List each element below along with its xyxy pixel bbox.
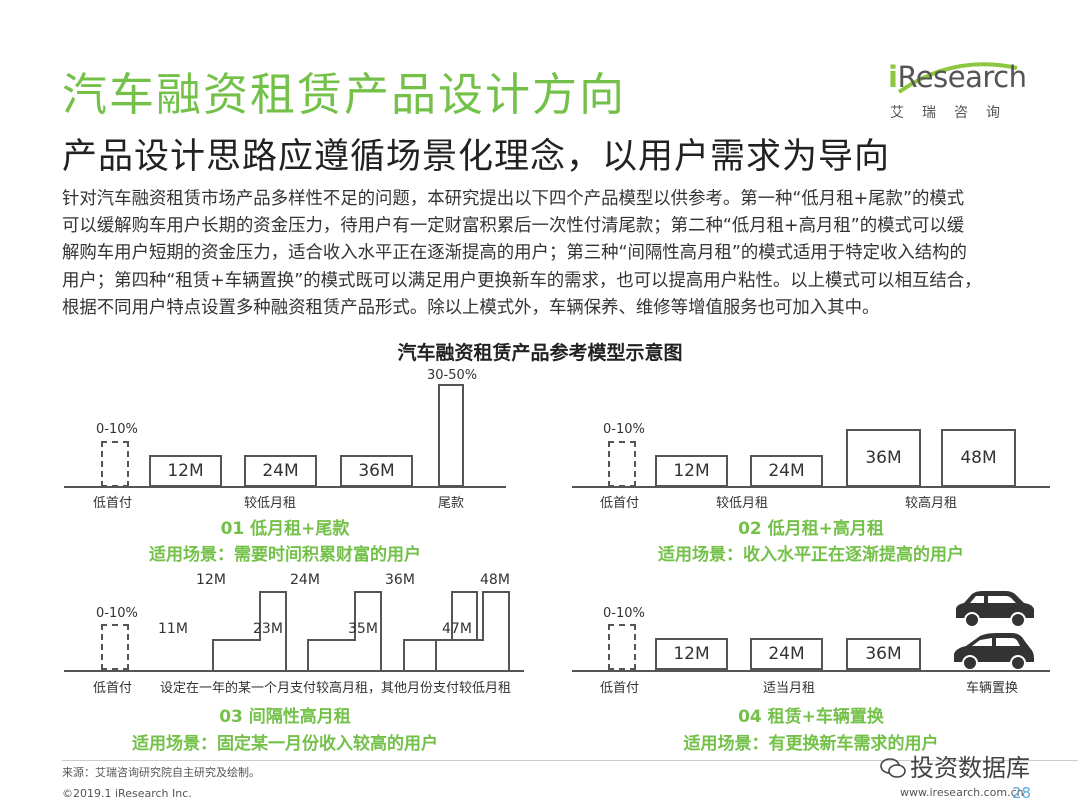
- payment-box-24m: 24M: [750, 638, 823, 670]
- label-down-payment: 低首付: [93, 681, 133, 696]
- logo-brand-i: i: [888, 60, 898, 94]
- car-hatchback-icon: [954, 633, 1034, 671]
- step-high-label: 48M: [480, 572, 510, 588]
- down-payment-bar: [608, 441, 636, 487]
- footer-divider: [62, 760, 1078, 761]
- down-payment-bar: [608, 624, 636, 670]
- payment-box-12m: 12M: [655, 455, 728, 487]
- model-scenario: 适用场景：收入水平正在逐渐提高的用户: [658, 545, 964, 565]
- watermark-text: 投资数据库: [910, 754, 1030, 782]
- step-low-label: 23M: [253, 621, 283, 637]
- iresearch-logo: iResearch 艾瑞咨询: [888, 60, 1028, 130]
- down-payment-pct: 0-10%: [96, 606, 138, 621]
- intro-line: 用户；第四种“租赁+车辆置换”的模式既可以满足用户更换新车的需求，也可以提高用户…: [62, 270, 982, 291]
- step-high-label: 24M: [290, 572, 320, 588]
- diagram-title: 汽车融资租赁产品参考模型示意图: [397, 342, 683, 364]
- step-high-label: 12M: [196, 572, 226, 588]
- label-high-rent: 较高月租: [905, 496, 958, 511]
- model-name: 02 低月租+高月租: [738, 519, 884, 539]
- model-scenario: 适用场景：有更换新车需求的用户: [683, 734, 939, 754]
- step-low-label: 11M: [158, 621, 188, 637]
- page-subtitle: 产品设计思路应遵循场景化理念，以用户需求为导向: [62, 137, 891, 177]
- down-payment-pct: 0-10%: [603, 422, 645, 437]
- down-payment-pct: 0-10%: [96, 422, 138, 437]
- car-sedan-icon: [956, 591, 1034, 628]
- model-name: 04 租赁+车辆置换: [738, 707, 884, 727]
- copyright: ©2019.1 iResearch Inc.: [62, 787, 192, 800]
- payment-box-36m: 36M: [846, 638, 921, 670]
- baseline: [64, 486, 506, 488]
- payment-box-48m: 48M: [941, 429, 1016, 487]
- model-scenario: 适用场景：需要时间积累财富的用户: [149, 545, 421, 565]
- intro-line: 解购车用户短期的资金压力，适合收入水平正在逐渐提高的用户；第三种“间隔性高月租”…: [62, 243, 967, 264]
- wechat-icon: [880, 758, 906, 778]
- label-down-payment: 低首付: [600, 681, 640, 696]
- down-payment-bar: [101, 441, 129, 487]
- payment-box-36m: 36M: [846, 429, 921, 487]
- label-description: 设定在一年的某一个月支付较高月租，其他月份支付较低月租: [160, 681, 512, 696]
- down-payment-pct: 0-10%: [603, 606, 645, 621]
- intro-line: 根据不同用户特点设置多种融资租赁产品形式。除以上模式外，车辆保养、维修等增值服务…: [62, 297, 880, 318]
- model-name: 01 低月租+尾款: [220, 519, 350, 539]
- final-payment-bar: [438, 384, 464, 487]
- logo-brand-rest: Research: [897, 60, 1027, 94]
- model-scenario: 适用场景：固定某一月份收入较高的用户: [132, 734, 438, 754]
- source-note: 来源：艾瑞咨询研究院自主研究及绘制。: [62, 766, 260, 779]
- baseline: [64, 670, 524, 672]
- intro-line: 针对汽车融资租赁市场产品多样性不足的问题，本研究提出以下四个产品模型以供参考。第…: [62, 189, 965, 209]
- step-high-label: 36M: [385, 572, 415, 588]
- payment-box-36m: 36M: [340, 455, 413, 487]
- logo-swoosh-icon: [897, 62, 1018, 94]
- down-payment-bar: [101, 624, 129, 670]
- watermark: 投资数据库: [880, 748, 1030, 783]
- label-car-swap: 车辆置换: [966, 681, 1019, 696]
- intro-line: 可以缓解购车用户长期的资金压力，待用户有一定财富积累后一次性付清尾款；第二种“低…: [62, 216, 965, 237]
- step-outline-chart: [212, 591, 510, 672]
- payment-box-24m: 24M: [750, 455, 823, 487]
- baseline: [572, 670, 1050, 672]
- label-low-rent: 较低月租: [716, 496, 769, 511]
- page-number: 28: [1012, 784, 1032, 802]
- baseline: [572, 486, 1050, 488]
- step-low-label: 35M: [348, 621, 378, 637]
- step-low-label: 47M: [442, 621, 472, 637]
- page-title: 汽车融资租赁产品设计方向: [62, 68, 627, 121]
- label-low-rent: 较低月租: [244, 496, 297, 511]
- label-moderate-rent: 适当月租: [763, 681, 816, 696]
- final-payment-pct: 30-50%: [427, 368, 478, 383]
- payment-box-24m: 24M: [244, 455, 317, 487]
- label-down-payment: 低首付: [600, 496, 640, 511]
- label-down-payment: 低首付: [93, 496, 133, 511]
- intro-paragraph: 针对汽车融资租赁市场产品多样性不足的问题，本研究提出以下四个产品模型以供参考。第…: [62, 186, 1030, 322]
- website-url: www.iresearch.com.cn: [900, 786, 1024, 799]
- logo-chinese: 艾瑞咨询: [890, 105, 1018, 121]
- payment-box-12m: 12M: [655, 638, 728, 670]
- model-name: 03 间隔性高月租: [219, 707, 351, 727]
- payment-box-12m: 12M: [149, 455, 222, 487]
- logo-brand: iResearch: [888, 60, 1027, 94]
- label-final: 尾款: [438, 496, 465, 511]
